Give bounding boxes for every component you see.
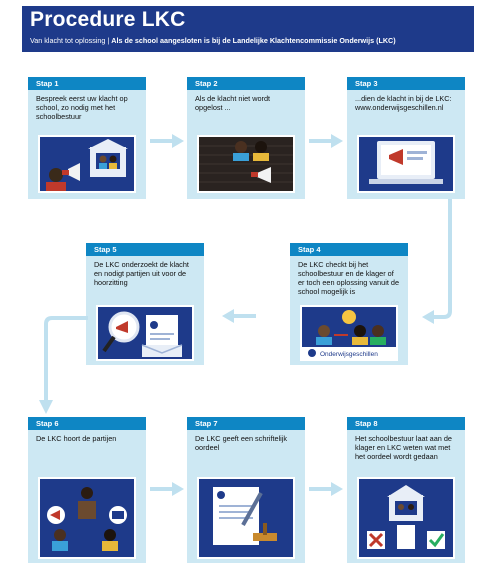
arrow-left-icon [222, 309, 256, 323]
magnifier-document-illustration [96, 305, 194, 361]
step-label: Stap 2 [187, 77, 305, 90]
arrow-right-icon [150, 134, 184, 148]
laptop-website-illustration [357, 135, 455, 193]
hearing-illustration [38, 477, 136, 559]
step-text: De LKC geeft een schriftelijk oordeel [195, 434, 288, 452]
step-text: De LKC onderzoekt de klacht en nodigt pa… [94, 260, 189, 287]
arrow-down-left-icon [422, 199, 452, 324]
step-text: Het schoolbestuur laat aan de klager en … [355, 434, 452, 461]
step-text: ...dien de klacht in bij de LKC: www.ond… [355, 94, 452, 112]
step-card-8: Stap 8 Het schoolbestuur laat aan de kla… [347, 417, 465, 563]
brick-wall-illustration [197, 135, 295, 193]
arrow-right-icon [150, 482, 184, 496]
school-megaphone-illustration [38, 135, 136, 193]
school-decision-illustration [357, 477, 455, 559]
arrow-right-icon [309, 134, 343, 148]
arrow-right-icon [309, 482, 343, 496]
step-label: Stap 8 [347, 417, 465, 430]
step-label: Stap 1 [28, 77, 146, 90]
step-card-2: Stap 2 Als de klacht niet wordt opgelost… [187, 77, 305, 199]
step-card-4: Stap 4 De LKC checkt bij het schoolbestu… [290, 243, 408, 365]
subtitle-right: Als de school aangesloten is bij de Land… [111, 36, 396, 45]
step-label: Stap 6 [28, 417, 146, 430]
step-card-7: Stap 7 De LKC geeft een schriftelijk oor… [187, 417, 305, 563]
step-label: Stap 5 [86, 243, 204, 256]
step-text: Bespreek eerst uw klacht op school, zo n… [36, 94, 128, 121]
step-label: Stap 7 [187, 417, 305, 430]
verdict-document-illustration [197, 477, 295, 559]
lightbulb-people-illustration: Onderwijsgeschillen [300, 305, 398, 361]
step-label: Stap 3 [347, 77, 465, 90]
arrow-left-down-icon [39, 316, 88, 414]
step-text: De LKC hoort de partijen [36, 434, 117, 443]
step-card-1: Stap 1 Bespreek eerst uw klacht op schoo… [28, 77, 146, 199]
page-subtitle: Van klacht tot oplossing | Als de school… [30, 36, 396, 45]
header-banner: Procedure LKC Van klacht tot oplossing |… [22, 6, 474, 52]
subtitle-separator: | [107, 36, 110, 45]
page-title: Procedure LKC [30, 8, 186, 31]
step-text: De LKC checkt bij het schoolbestuur en d… [298, 260, 400, 296]
logo-text: Onderwijsgeschillen [320, 351, 378, 358]
subtitle-left: Van klacht tot oplossing [30, 36, 106, 45]
step-card-5: Stap 5 De LKC onderzoekt de klacht en no… [86, 243, 204, 365]
step-text: Als de klacht niet wordt opgelost ... [195, 94, 271, 112]
step-card-6: Stap 6 De LKC hoort de partijen [28, 417, 146, 563]
step-label: Stap 4 [290, 243, 408, 256]
step-card-3: Stap 3 ...dien de klacht in bij de LKC: … [347, 77, 465, 199]
